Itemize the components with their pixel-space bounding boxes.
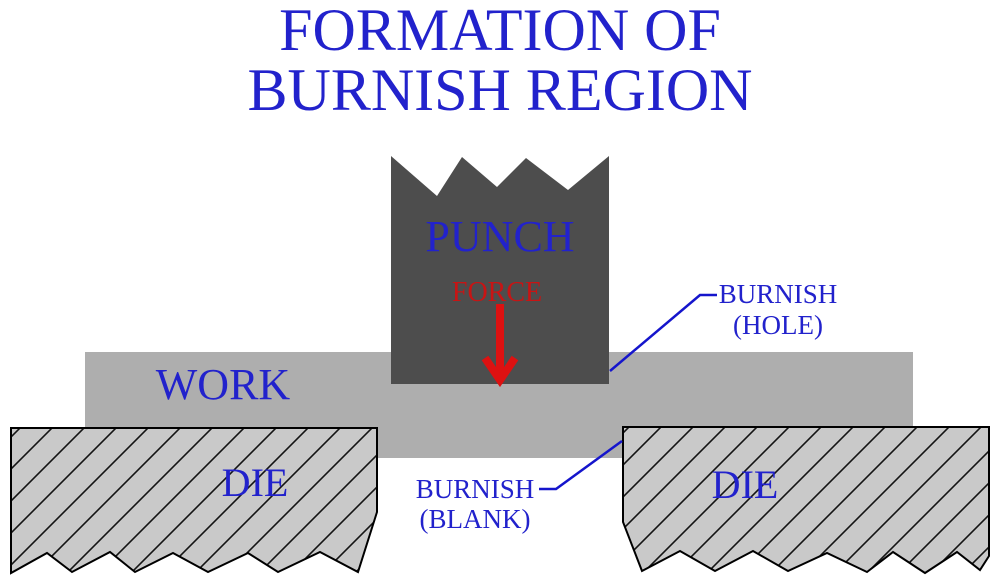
burnish-hole-line2: (HOLE) [733, 310, 823, 340]
punch-label: PUNCH [425, 212, 575, 261]
force-arrow-icon [481, 304, 519, 388]
burnish-blank-leader-line [539, 439, 623, 491]
burnish-hole-line1: BURNISH [718, 279, 838, 309]
diagram-title-line1: FORMATION OF [279, 0, 721, 63]
burnish-blank-line2: (BLANK) [419, 504, 531, 534]
burnish-blank-line1: BURNISH [415, 474, 535, 504]
die-right-shape [622, 426, 990, 575]
die-left-shape [10, 427, 378, 575]
burnish-hole-leader-line [609, 293, 717, 372]
work-label: WORK [155, 360, 291, 409]
force-label: FORCE [451, 277, 543, 308]
die-right-label: DIE [711, 462, 779, 507]
punch-shape [391, 156, 609, 384]
diagram-title-line2: BURNISH REGION [247, 57, 753, 123]
diagram-title: FORMATION OF BURNISH REGION [247, 0, 752, 120]
burnish-hole-annotation: BURNISH (HOLE) [719, 279, 838, 341]
burnish-blank-annotation: BURNISH (BLANK) [416, 474, 535, 534]
die-left-label: DIE [221, 460, 289, 505]
